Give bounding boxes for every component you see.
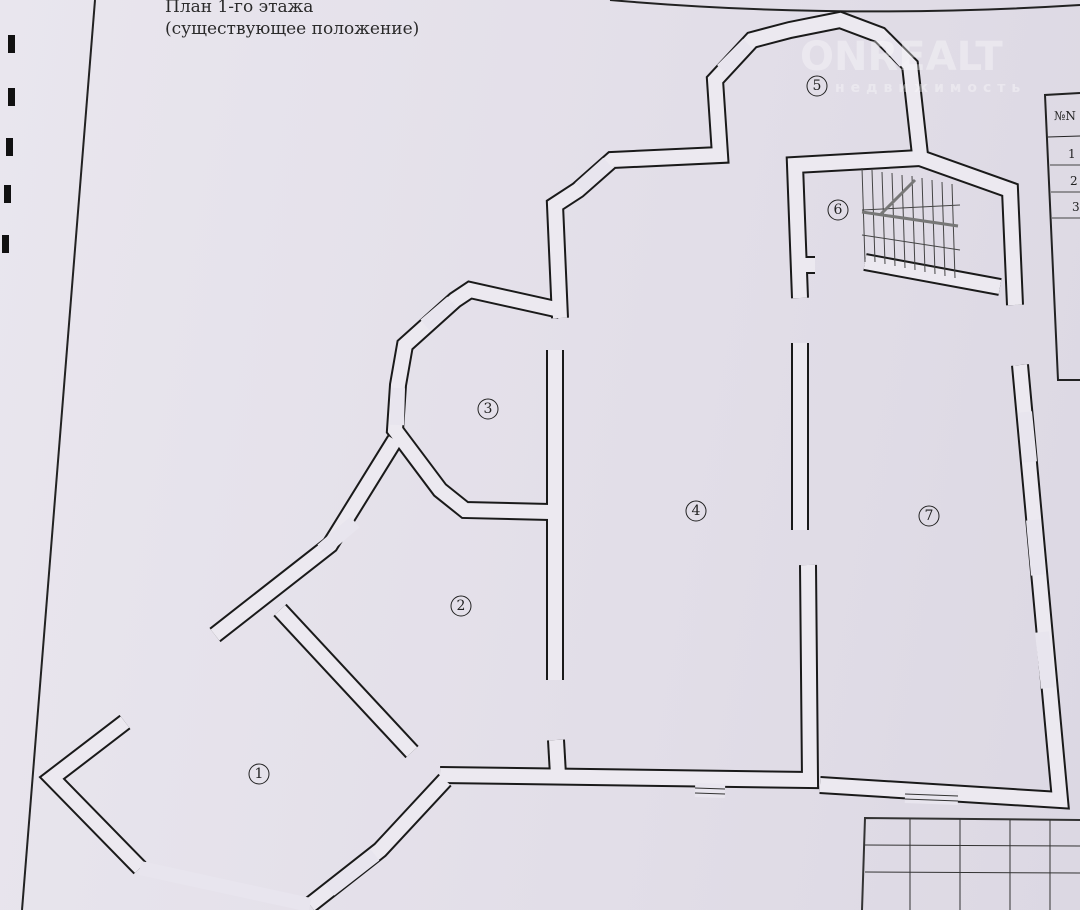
title-line-2: (существующее положение)	[165, 19, 420, 39]
table-row-2: 2	[1070, 174, 1078, 188]
room-label-2: 2	[457, 598, 466, 614]
staircase	[861, 167, 961, 279]
room-label-7: 7	[925, 508, 934, 524]
window-lines	[694, 787, 959, 802]
plan-title: План 1-го этажа (существующее положение)	[165, 0, 419, 40]
watermark-sub: недвижимость	[835, 80, 1026, 96]
room-table: №N 1 2 3	[1043, 92, 1080, 381]
room-label-6: 6	[834, 202, 843, 218]
watermark-brand: ONREALT	[800, 34, 1003, 80]
bottom-table	[861, 816, 1080, 910]
page-border	[21, 0, 96, 910]
table-row-1: 1	[1068, 147, 1076, 161]
table-row-3: 3	[1072, 200, 1080, 214]
room-label-3: 3	[484, 401, 493, 417]
room-label-1: 1	[255, 766, 264, 782]
walls	[38, 10, 1070, 910]
room-labels: 1 2 3 4 5 6 7	[248, 75, 940, 785]
title-line-1: План 1-го этажа	[165, 0, 314, 17]
room-label-5: 5	[813, 78, 822, 94]
table-header: №N	[1054, 109, 1076, 123]
binding-marks	[2, 35, 15, 253]
room-label-4: 4	[692, 503, 701, 519]
